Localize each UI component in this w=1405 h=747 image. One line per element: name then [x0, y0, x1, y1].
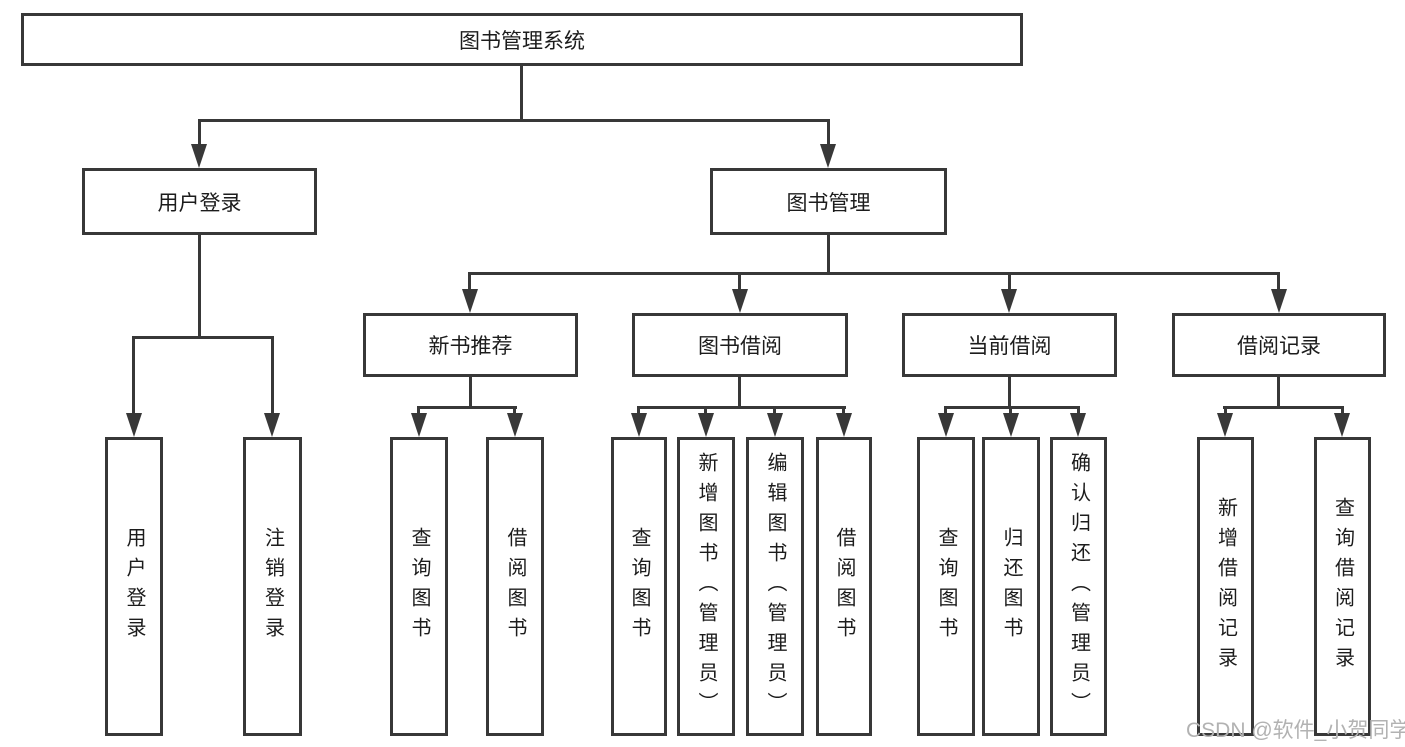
- node-book-borrowing-label: 图书借阅: [698, 335, 782, 358]
- leaf-bb-query-books: 查询图书: [611, 437, 667, 736]
- node-root: 图书管理系统: [21, 13, 1023, 66]
- leaf-br-query-record-label: 查询借阅记录: [1331, 496, 1354, 677]
- node-current-borrowing: 当前借阅: [902, 313, 1117, 377]
- connector-cb-stem: [1008, 375, 1011, 408]
- node-book-borrowing: 图书借阅: [632, 313, 848, 377]
- connector-level3-branch: [468, 272, 1280, 275]
- leaf-nbr-borrow-books: 借阅图书: [486, 437, 544, 736]
- arrow-down-icon: [1217, 413, 1233, 437]
- connector-drop: [1077, 406, 1080, 415]
- connector-drop: [1009, 406, 1012, 415]
- connector-drop: [842, 406, 845, 415]
- arrow-down-icon: [631, 413, 647, 437]
- connector-drop: [1341, 406, 1344, 415]
- leaf-nbr-query-books: 查询图书: [390, 437, 448, 736]
- connector-nbr-stem: [469, 375, 472, 408]
- node-book-management: 图书管理: [710, 168, 947, 235]
- leaf-bb-edit-books-label: 编辑图书（管理员）: [764, 451, 786, 722]
- arrow-down-icon: [1334, 413, 1350, 437]
- arrow-down-icon: [264, 413, 280, 437]
- connector-bb-branch: [637, 406, 846, 409]
- arrow-down-icon: [820, 144, 836, 168]
- leaf-nbr-borrow-books-label: 借阅图书: [504, 526, 526, 647]
- leaf-cb-return-books-label: 归还图书: [1000, 526, 1022, 647]
- arrow-down-icon: [411, 413, 427, 437]
- connector-nbr-branch: [417, 406, 517, 409]
- connector-drop-book-management: [827, 119, 830, 146]
- connector-drop-borrowing-records: [1277, 272, 1280, 291]
- connector-drop: [944, 406, 947, 415]
- node-book-management-label: 图书管理: [786, 191, 871, 215]
- leaf-br-add-record: 新增借阅记录: [1197, 437, 1254, 736]
- leaf-br-add-record-label: 新增借阅记录: [1214, 496, 1237, 677]
- connector-drop: [637, 406, 640, 415]
- leaf-logout-label: 注销登录: [261, 526, 284, 647]
- connector-drop: [773, 406, 776, 415]
- arrow-down-icon: [1001, 289, 1017, 313]
- connector-drop: [704, 406, 707, 415]
- leaf-bb-borrow-books: 借阅图书: [816, 437, 872, 736]
- node-user-login-label: 用户登录: [157, 191, 242, 215]
- leaf-br-query-record: 查询借阅记录: [1314, 437, 1371, 736]
- arrow-down-icon: [1070, 413, 1086, 437]
- node-current-borrowing-label: 当前借阅: [967, 335, 1052, 358]
- leaf-cb-confirm-return-label: 确认归还（管理员）: [1067, 451, 1090, 722]
- connector-drop-leaf-login: [132, 336, 135, 415]
- leaf-cb-query-books: 查询图书: [917, 437, 975, 736]
- leaf-bb-add-books-label: 新增图书（管理员）: [695, 451, 717, 722]
- connector-drop: [513, 406, 516, 415]
- connector-drop-leaf-logout: [271, 336, 274, 415]
- arrow-down-icon: [126, 413, 142, 437]
- arrow-down-icon: [698, 413, 714, 437]
- leaf-bb-edit-books: 编辑图书（管理员）: [746, 437, 804, 736]
- arrow-down-icon: [836, 413, 852, 437]
- node-user-login: 用户登录: [82, 168, 317, 235]
- leaf-cb-query-books-label: 查询图书: [935, 526, 957, 647]
- leaf-bb-borrow-books-label: 借阅图书: [833, 526, 855, 647]
- connector-bb-stem: [738, 375, 741, 408]
- connector-br-branch: [1223, 406, 1344, 409]
- leaf-cb-return-books: 归还图书: [982, 437, 1040, 736]
- connector-root-stem: [520, 64, 523, 120]
- connector-user-login-branch: [132, 336, 274, 339]
- leaf-nbr-query-books-label: 查询图书: [408, 526, 430, 647]
- connector-root-branch: [198, 119, 830, 122]
- leaf-logout: 注销登录: [243, 437, 302, 736]
- connector-drop: [417, 406, 420, 415]
- arrow-down-icon: [732, 289, 748, 313]
- csdn-watermark: CSDN @软件_小贺同学: [1186, 719, 1405, 742]
- node-borrowing-records-label: 借阅记录: [1237, 335, 1321, 358]
- arrow-down-icon: [767, 413, 783, 437]
- connector-cb-branch: [944, 406, 1080, 409]
- leaf-bb-query-books-label: 查询图书: [628, 526, 650, 647]
- arrow-down-icon: [462, 289, 478, 313]
- node-root-label: 图书管理系统: [459, 29, 585, 53]
- arrow-down-icon: [1271, 289, 1287, 313]
- connector-drop-current-borrowing: [1008, 272, 1011, 291]
- arrow-down-icon: [938, 413, 954, 437]
- node-new-book-recommend: 新书推荐: [363, 313, 578, 377]
- connector-drop-user-login: [198, 119, 201, 146]
- arrow-down-icon: [191, 144, 207, 168]
- leaf-user-login-label: 用户登录: [123, 526, 145, 647]
- arrow-down-icon: [507, 413, 523, 437]
- arrow-down-icon: [1003, 413, 1019, 437]
- node-new-book-recommend-label: 新书推荐: [428, 335, 513, 358]
- connector-drop: [1224, 406, 1227, 415]
- connector-br-stem: [1277, 375, 1280, 408]
- connector-user-login-stem: [198, 233, 201, 338]
- leaf-user-login: 用户登录: [105, 437, 163, 736]
- connector-drop-book-borrowing: [738, 272, 741, 291]
- leaf-bb-add-books: 新增图书（管理员）: [677, 437, 735, 736]
- node-borrowing-records: 借阅记录: [1172, 313, 1386, 377]
- connector-drop-new-book-recommend: [468, 272, 471, 291]
- connector-book-management-stem: [827, 233, 830, 274]
- leaf-cb-confirm-return: 确认归还（管理员）: [1050, 437, 1107, 736]
